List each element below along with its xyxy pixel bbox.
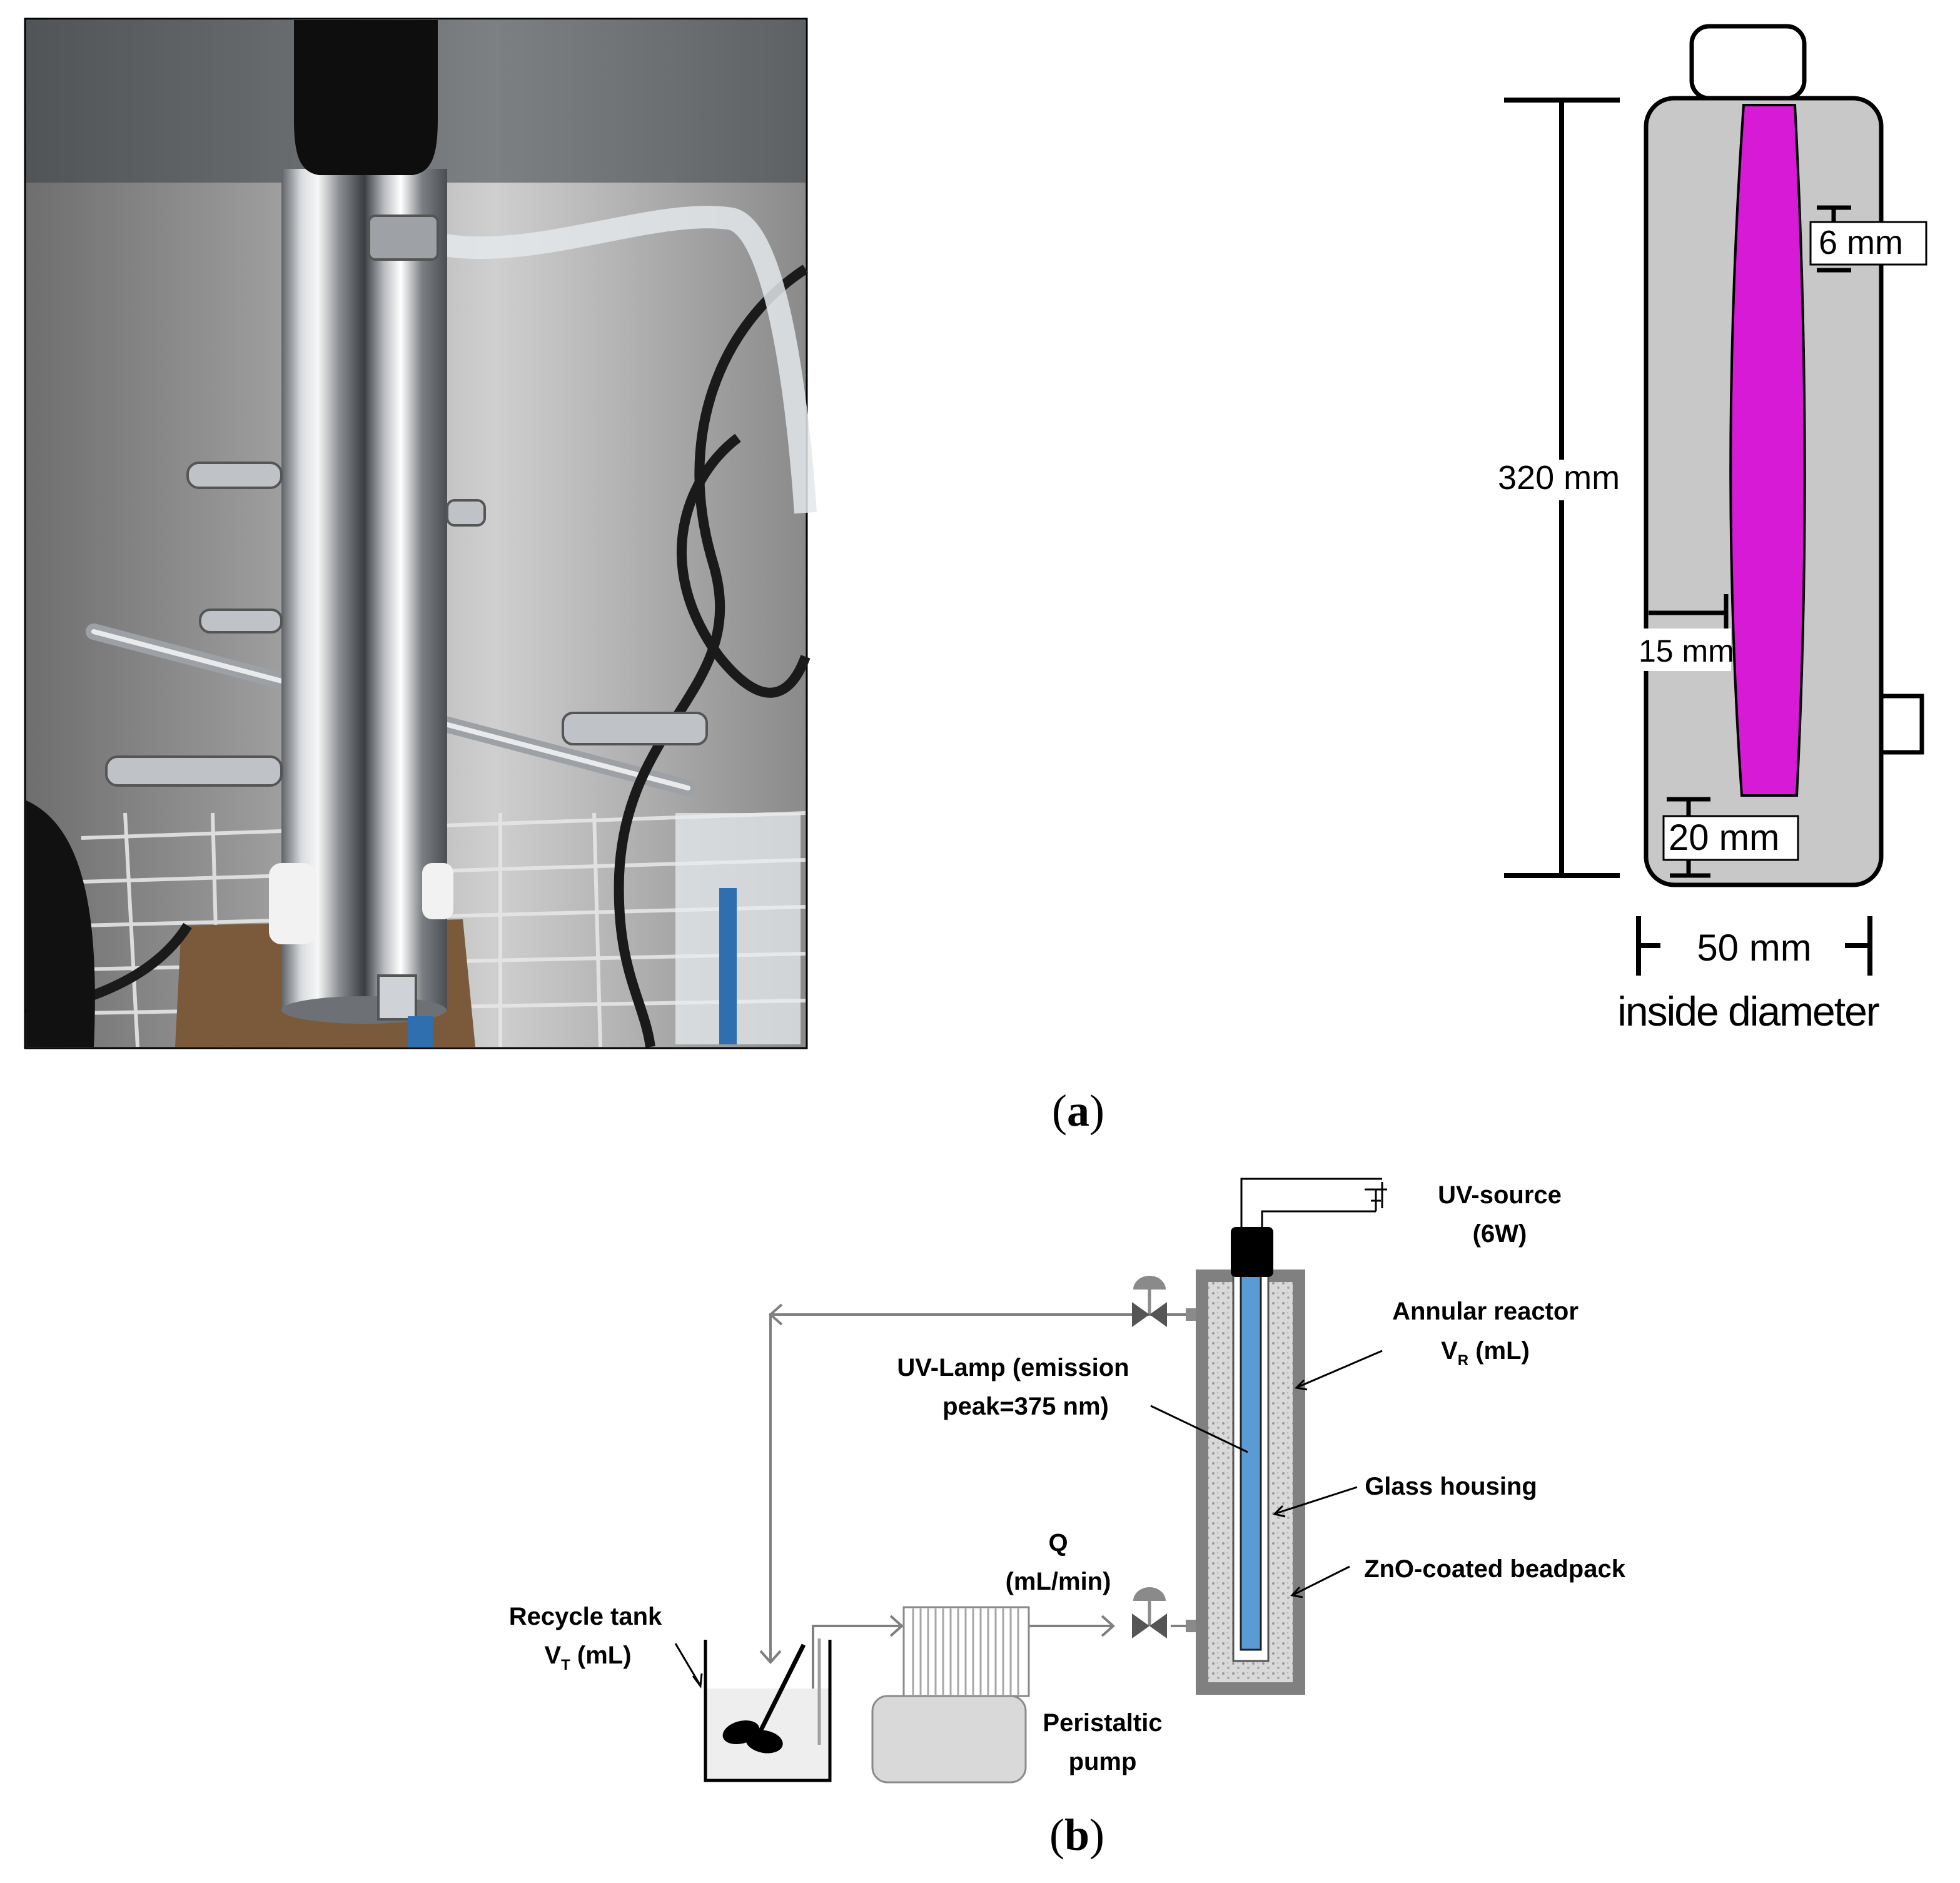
reactor-cap [1689,24,1807,101]
pump-label-2: pump [1069,1748,1137,1775]
flow-unit-label: (mL/min) [1006,1568,1111,1595]
caption-a: (a) [1052,1086,1104,1136]
top-gap-label: 6 mm [1819,224,1903,261]
diameter-label: 50 mm [1697,927,1811,969]
annular-reactor [1196,1227,1305,1695]
valve-top [1132,1276,1197,1327]
side-gap-dimension [1649,594,1729,629]
outlet-port [1879,694,1924,755]
recycle-tank-label: Recycle tank [509,1603,662,1630]
leader-lines [1150,1350,1383,1598]
tubing [435,206,817,514]
uv-source-wiring [1240,1178,1387,1227]
beadpack-label: ZnO-coated beadpack [1364,1555,1626,1583]
reactor-schematic: 320 mm 6 mm 15 mm 20 mm [1498,24,1927,1034]
uv-lamp-peak-label: peak=375 nm) [942,1393,1109,1420]
uv-lamp-label: UV-Lamp (emission [897,1354,1129,1381]
bottom-gap-dimension [1667,797,1710,878]
uv-lamp [1240,1273,1262,1651]
uv-lamp-shape [1729,104,1806,797]
reactor-photo [24,18,817,1049]
height-label: 320 mm [1498,459,1620,497]
clamps [105,462,708,787]
process-diagram: UV-source (6W) Annular reactor VR (mL) U… [509,1178,1626,1784]
flow-symbol-label: Q [1048,1529,1068,1557]
glass-housing-label: Glass housing [1365,1473,1537,1500]
bottom-gap-label: 20 mm [1669,817,1779,858]
side-gap-label: 15 mm [1639,634,1734,669]
recycle-tank [704,1638,832,1782]
top-gap-dimension [1817,205,1851,273]
side-port [368,215,439,261]
valve-bottom [1132,1587,1197,1638]
lamp-cap [294,20,438,175]
peristaltic-pump [871,1606,1030,1784]
pump-label: Peristaltic [1043,1709,1162,1737]
reactor-volume-label: VR (mL) [1441,1337,1530,1369]
lamp-connector [1231,1227,1273,1277]
uv-source-label: UV-source [1438,1181,1562,1209]
height-dimension [1504,98,1620,878]
tank-volume-label: VT (mL) [544,1642,631,1673]
diameter-dimension [1636,916,1872,976]
caption-b: (b) [1049,1810,1104,1860]
diameter-note: inside diameter [1617,988,1879,1034]
stirrer-shaft [757,1643,806,1734]
uv-source-power: (6W) [1473,1220,1527,1248]
annular-reactor-label: Annular reactor [1392,1298,1579,1325]
